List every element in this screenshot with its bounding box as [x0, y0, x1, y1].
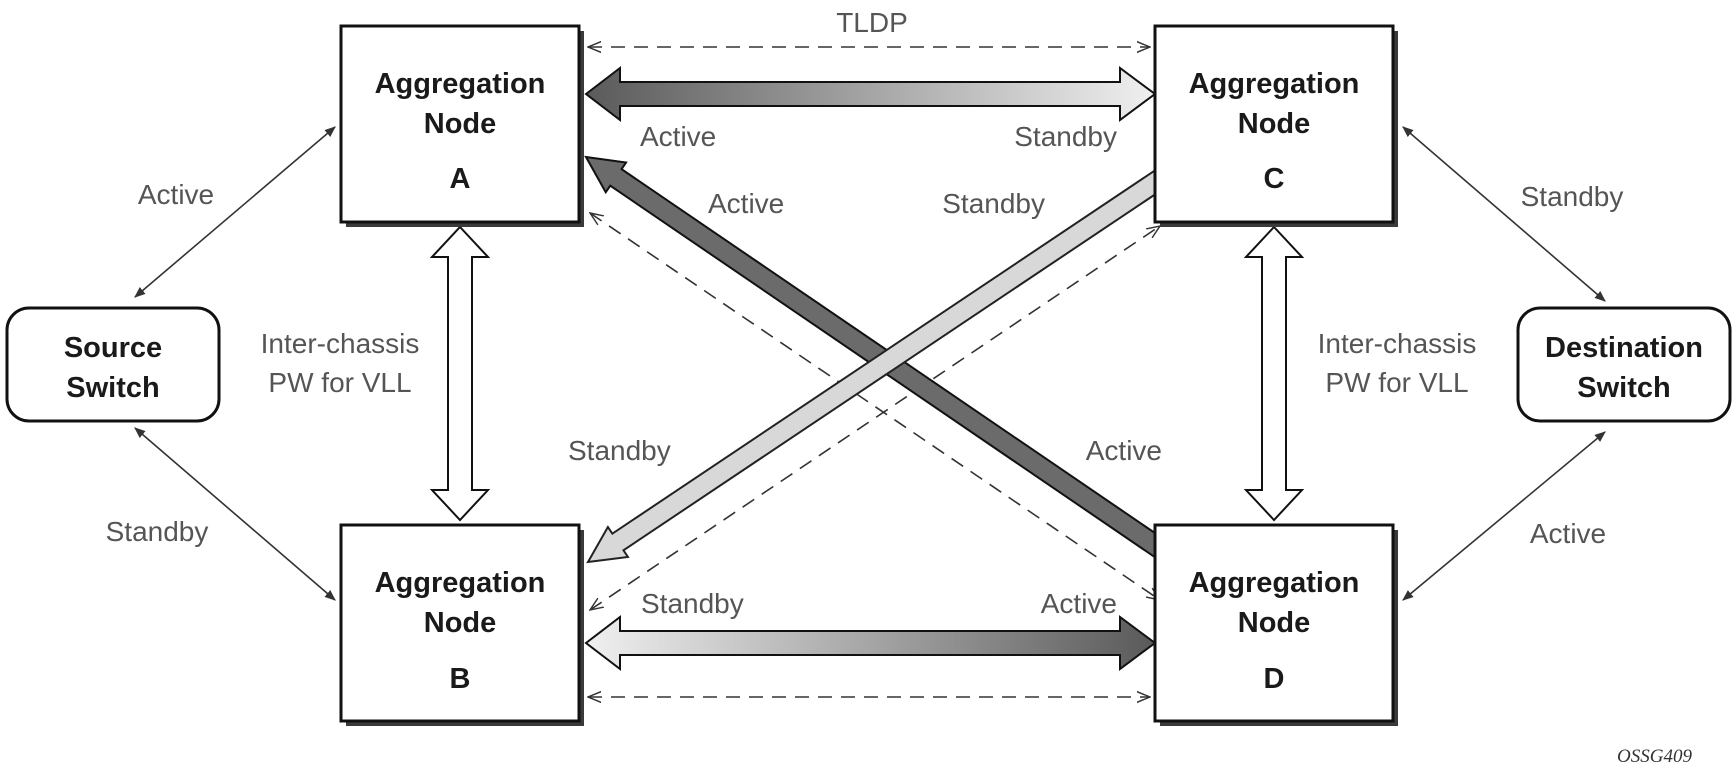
tldp-a-d-line: [590, 213, 1160, 600]
bc-standby-bottom-label: Standby: [568, 435, 671, 466]
bd-active-label: Active: [1041, 588, 1117, 619]
figure-id: OSSG409: [1617, 746, 1692, 767]
access-d-dest-line: [1402, 431, 1606, 601]
access-links: [134, 126, 1606, 601]
access-source-a-line: [134, 126, 336, 298]
source-switch: Source Switch: [5, 306, 221, 423]
node-c-line2: Node: [1238, 108, 1311, 140]
ac-standby-label: Standby: [1014, 121, 1117, 152]
ad-active-bottom-label: Active: [1086, 435, 1162, 466]
dest-c-label: Standby: [1521, 181, 1624, 212]
node-a-letter: A: [450, 163, 471, 195]
aggregation-node-a: Aggregation Node A: [339, 24, 584, 227]
aggregation-node-d: Aggregation Node D: [1153, 523, 1398, 726]
pw-a-c-arrow: [584, 65, 1157, 123]
icpw-right-label-line1: Inter-chassis: [1318, 328, 1477, 359]
aggregation-node-b: Aggregation Node B: [339, 523, 584, 726]
destination-switch-line1: Destination: [1545, 332, 1703, 364]
access-c-dest-line: [1402, 126, 1606, 302]
node-d-line2: Node: [1238, 607, 1311, 639]
icpw-left-label-line2: PW for VLL: [268, 367, 411, 398]
tldp-label: TLDP: [836, 7, 908, 38]
node-d-letter: D: [1264, 663, 1285, 695]
node-b-letter: B: [450, 663, 471, 695]
node-c-line1: Aggregation: [1189, 68, 1360, 100]
node-d-line1: Aggregation: [1189, 567, 1360, 599]
source-switch-line2: Switch: [66, 372, 159, 404]
source-a-label: Active: [138, 179, 214, 210]
ac-active-label: Active: [640, 121, 716, 152]
destination-switch-line2: Switch: [1577, 372, 1670, 404]
icpw-right-label-line2: PW for VLL: [1325, 367, 1468, 398]
dest-d-label: Active: [1530, 518, 1606, 549]
tldp-links: [588, 47, 1160, 697]
node-b-line1: Aggregation: [375, 567, 546, 599]
access-source-b-line: [134, 427, 336, 601]
bd-standby-label: Standby: [641, 588, 744, 619]
node-b-line2: Node: [424, 607, 497, 639]
node-a-line2: Node: [424, 108, 497, 140]
icpw-c-d-arrow: [1243, 225, 1305, 522]
node-a-line1: Aggregation: [375, 68, 546, 100]
node-c-letter: C: [1264, 163, 1285, 195]
aggregation-node-c: Aggregation Node C: [1153, 24, 1398, 227]
source-switch-line1: Source: [64, 332, 162, 364]
source-b-label: Standby: [106, 516, 209, 547]
pw-b-d-arrow: [584, 614, 1157, 672]
icpw-a-b-arrow: [429, 225, 491, 522]
ad-active-top-label: Active: [708, 188, 784, 219]
tldp-b-c-line: [590, 226, 1160, 610]
bc-standby-top-label: Standby: [942, 188, 1045, 219]
icpw-left-label-line1: Inter-chassis: [261, 328, 420, 359]
link-labels: TLDP Active Standby Active Standby Stand…: [106, 7, 1693, 767]
destination-switch: Destination Switch: [1516, 306, 1732, 423]
